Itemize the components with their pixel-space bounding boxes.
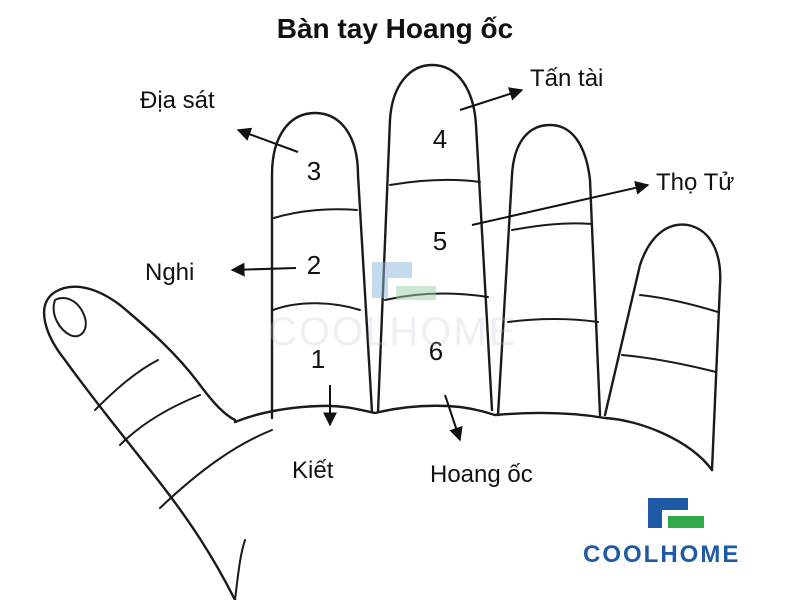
thumb-nail xyxy=(52,297,87,338)
little-finger xyxy=(603,223,722,472)
corner-watermark-text: COOLHOME xyxy=(583,541,740,568)
arrow-6-to-hoang-oc xyxy=(444,394,463,442)
index-crease-1 xyxy=(273,208,358,219)
thumb-crease-1 xyxy=(94,359,159,411)
middle-finger xyxy=(376,63,494,414)
thumb-crease-2 xyxy=(119,394,201,446)
label-tho-tu: Thọ Tử xyxy=(656,169,734,196)
arrow-4-to-tan-tai xyxy=(459,87,524,111)
arrow-3-to-dia-sat xyxy=(236,127,299,153)
thumb-outline xyxy=(42,285,237,600)
ring-finger xyxy=(496,123,602,417)
arrow-5-to-tho-tu xyxy=(471,180,650,226)
number-5: 5 xyxy=(433,226,447,256)
corner-watermark: COOLHOME xyxy=(583,498,740,568)
label-dia-sat: Địa sát xyxy=(140,87,215,114)
ring-crease-1 xyxy=(511,222,593,231)
palm-crease-2 xyxy=(234,539,246,600)
label-nghi: Nghi xyxy=(145,259,194,286)
label-hoang-oc: Hoang ốc xyxy=(430,461,533,488)
palm-crease-1 xyxy=(159,429,273,509)
number-6: 6 xyxy=(429,336,443,366)
label-kiet: Kiết xyxy=(292,457,334,484)
number-3: 3 xyxy=(307,156,321,186)
center-watermark-text: COOLHOME xyxy=(268,310,517,354)
palm-knuckle-line xyxy=(233,404,714,472)
number-1: 1 xyxy=(311,344,325,374)
index-finger xyxy=(270,111,374,420)
center-watermark: COOLHOME xyxy=(268,262,517,354)
middle-crease-1 xyxy=(389,178,481,186)
arrow-2-to-nghi xyxy=(230,262,297,277)
little-crease-2 xyxy=(621,354,717,373)
diagram-title: Bàn tay Hoang ốc xyxy=(277,13,513,44)
corner-watermark-logo-icon xyxy=(648,498,704,528)
ring-crease-2 xyxy=(507,318,599,323)
label-tan-tai: Tấn tài xyxy=(530,65,603,92)
arrows xyxy=(230,87,650,442)
little-crease-1 xyxy=(639,294,719,313)
number-2: 2 xyxy=(307,250,321,280)
number-4: 4 xyxy=(433,124,447,154)
center-watermark-logo-icon xyxy=(372,262,436,300)
index-crease-2 xyxy=(272,302,361,311)
